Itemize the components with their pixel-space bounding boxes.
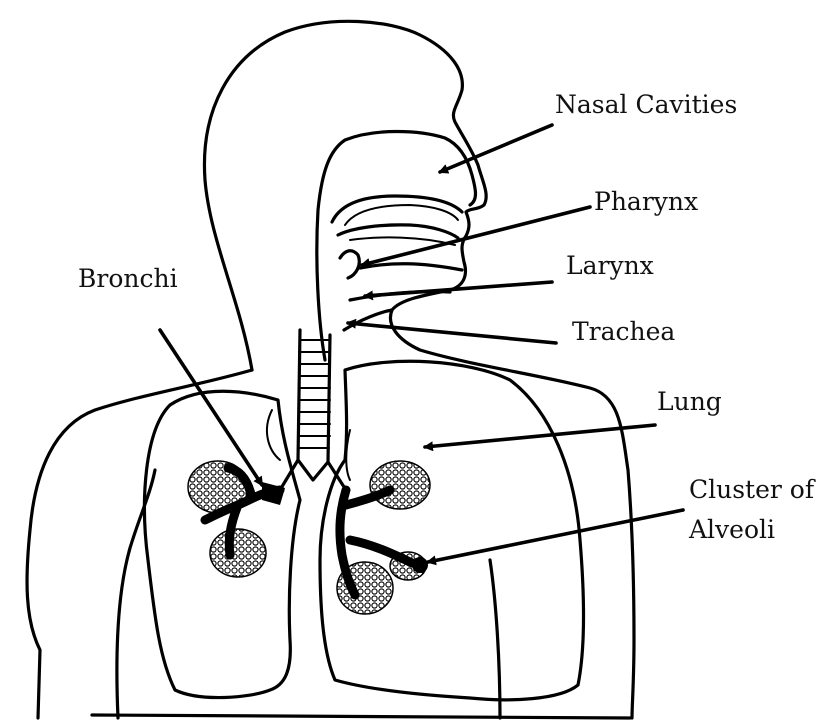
alveoli-arrow [428,510,683,562]
label-bronchi: Bronchi [78,264,178,293]
label-trachea: Trachea [572,317,675,346]
label-pharynx: Pharynx [594,187,698,216]
label-alveoli: Alveoli [688,515,775,544]
pharynx-arrow [362,207,590,265]
label-cluster-of: Cluster of [689,475,816,504]
right-bronchial-tree [337,461,430,614]
labels: Nasal Cavities Pharynx Larynx Trachea Lu… [78,90,816,544]
trachea-arrow [348,323,556,343]
left-bronchial-tree [188,461,285,577]
label-nasal-cavities: Nasal Cavities [555,90,737,119]
right-lung [320,361,584,700]
label-larynx: Larynx [566,251,654,280]
label-lung: Lung [657,387,722,416]
lung-arrow [425,425,655,447]
